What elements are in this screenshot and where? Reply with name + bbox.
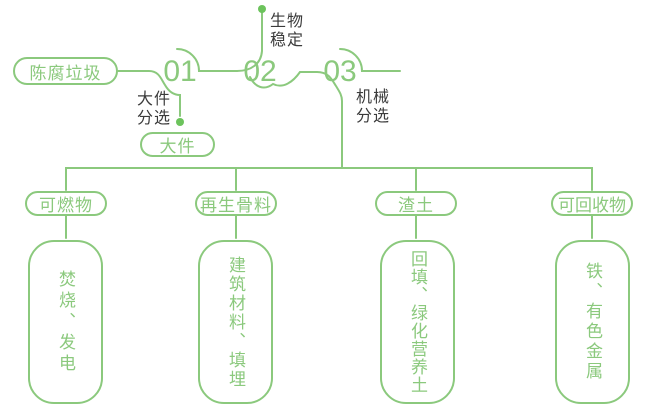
arc-step2-tail — [249, 71, 318, 89]
branch-box-recyclables-text: 铁、有色金属 — [583, 262, 602, 382]
branch-pill-recycled-aggregate: 再生骨料 — [195, 191, 277, 216]
line-step3-drop — [316, 71, 343, 169]
branch-box-slag-soil: 回填、绿化营养土 — [380, 240, 455, 404]
branch-pill-slag-soil-label: 渣土 — [398, 196, 434, 215]
arc-step3 — [339, 48, 401, 72]
large-items-pill: 大件 — [140, 132, 215, 157]
large-items-pill-label: 大件 — [159, 137, 196, 156]
branch-bus-line — [65, 167, 593, 191]
step3-label: 机械 分选 — [356, 88, 390, 126]
source-pill-label: 陈腐垃圾 — [29, 63, 102, 83]
step-number-03: 03 — [323, 55, 357, 88]
step2-label-line2: 稳定 — [270, 32, 305, 49]
branch-box-combustibles: 焚烧、发电 — [28, 240, 103, 404]
connector-dot-large-items — [176, 118, 184, 126]
step1-label-line1: 大件 — [137, 91, 172, 108]
branch-pill-combustibles-label: 可燃物 — [39, 196, 93, 215]
step3-label-line2: 分选 — [356, 108, 391, 125]
step2-label-line1: 生物 — [270, 13, 305, 30]
arc-step1 — [176, 48, 238, 72]
line-step2-up — [236, 12, 263, 72]
branch-box-recyclables: 铁、有色金属 — [555, 240, 630, 404]
branch-box-recycled-aggregate-text: 建筑材料、填埋 — [226, 255, 245, 389]
step1-label: 大件 分选 — [137, 90, 171, 128]
branch-box-slag-soil-text: 回填、绿化营养土 — [408, 250, 427, 394]
line-source-to-step1-drop — [117, 70, 181, 117]
step2-label: 生物 稳定 — [270, 12, 304, 50]
branch-pill-slag-soil: 渣土 — [375, 191, 457, 216]
branch-pill-recyclables-label: 可回收物 — [558, 196, 626, 215]
step-number-02: 02 — [243, 55, 277, 88]
connector-dot-bio — [258, 5, 266, 13]
source-pill: 陈腐垃圾 — [13, 57, 118, 85]
step3-label-line1: 机械 — [356, 89, 391, 106]
branch-box-recycled-aggregate: 建筑材料、填埋 — [198, 240, 273, 404]
branch-pill-recycled-aggregate-label: 再生骨料 — [200, 196, 272, 215]
branch-pill-combustibles: 可燃物 — [25, 191, 107, 216]
branch-box-combustibles-text: 焚烧、发电 — [56, 269, 75, 375]
step-number-01: 01 — [163, 55, 197, 88]
branch-pill-recyclables: 可回收物 — [551, 191, 633, 216]
step1-label-line2: 分选 — [137, 110, 172, 127]
